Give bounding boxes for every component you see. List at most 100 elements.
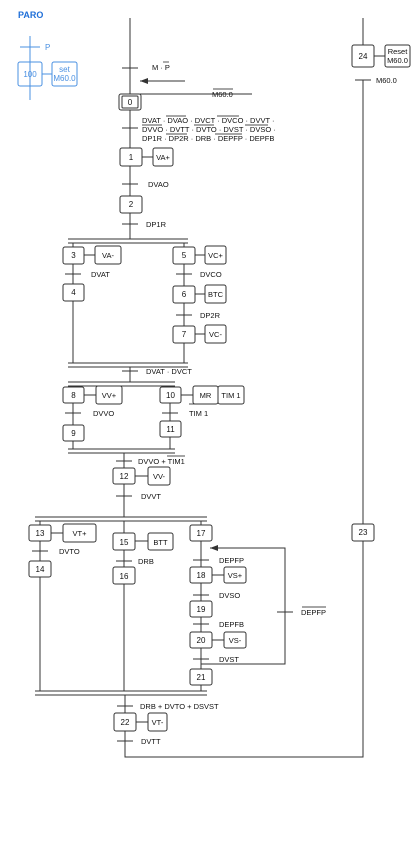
step-19-box: [189, 600, 213, 618]
step-20-number: 20: [197, 636, 206, 645]
condition-join-d: DRB + DVTO + DSVST: [140, 702, 219, 711]
action-6-text: BTC: [208, 290, 224, 299]
condition-emergency: M60.0: [376, 76, 397, 85]
action-18-text: VS+: [228, 571, 243, 580]
depfp-loop: [201, 547, 286, 665]
step-4-number: 4: [71, 288, 76, 297]
condition-dvto: DVTO: [59, 547, 80, 556]
condition-depfb: DEPFB: [219, 620, 244, 629]
step-1-number: 1: [129, 153, 134, 162]
transitions: [32, 67, 371, 742]
action-1-box: [152, 147, 174, 167]
action-10b-box: [217, 385, 245, 405]
step-10-number: 10: [166, 391, 175, 400]
step-2-box: [119, 195, 143, 214]
step-21-box: [189, 668, 213, 686]
step-4-box: [62, 283, 85, 302]
step-12-number: 12: [120, 472, 129, 481]
condition-dvvo: DVVO: [93, 409, 114, 418]
action-20-box: [223, 631, 247, 649]
condition-dp1r: DP1R: [146, 220, 167, 229]
step-2-number: 2: [129, 200, 134, 209]
overlines: [142, 61, 326, 608]
step-13-number: 13: [36, 529, 45, 538]
condition-dvso: DVSO: [219, 591, 240, 600]
step-11-number: 11: [166, 425, 175, 434]
condition-dvco: DVCO: [200, 270, 222, 279]
action-15-box: [147, 532, 174, 551]
sync-bars: [35, 238, 207, 696]
legend-group: [17, 36, 78, 100]
step-17-number: 17: [197, 529, 206, 538]
step-19-number: 19: [197, 605, 206, 614]
action-7-text: VC-: [209, 330, 222, 339]
step-5-number: 5: [182, 251, 187, 260]
legend-action-box: [51, 61, 78, 87]
condition-dvao: DVAO: [148, 180, 169, 189]
action-6-box: [204, 284, 227, 304]
step-21-number: 21: [197, 673, 206, 682]
arrow-head-depfp: [210, 545, 218, 551]
step-8-number: 8: [71, 391, 76, 400]
step-9-box: [62, 424, 85, 442]
connection-lines: [39, 18, 364, 758]
condition-drb: DRB: [138, 557, 154, 566]
step-9-number: 9: [71, 429, 76, 438]
condition-start-line2: DVVO · DVTT · DVTO · DVST · DVSO ·: [142, 125, 276, 134]
action-24-line2: M60.0: [387, 56, 408, 65]
condition-start-line1: DVAT · DVAO · DVCT · DVCO · DVVT ·: [142, 116, 275, 125]
condition-depfp: DEPFP: [219, 556, 244, 565]
steps: [28, 44, 375, 732]
step-14-number: 14: [36, 565, 45, 574]
action-8-box: [95, 385, 123, 405]
arrows: [140, 78, 218, 551]
action-12-box: [147, 466, 171, 486]
step-3-number: 3: [71, 251, 76, 260]
condition-dvst: DVST: [219, 655, 239, 664]
condition-dvat: DVAT: [91, 270, 110, 279]
step-14-box: [28, 560, 52, 578]
condition-start-line3: DP1R · DP2R · DRB · DEPFP · DEPFB: [142, 134, 274, 143]
step-23-number: 23: [359, 528, 368, 537]
action-18-box: [223, 566, 247, 584]
action-22-text: VT-: [152, 718, 164, 727]
step-0-number: 0: [128, 98, 133, 107]
diagram-title: PARO: [18, 10, 43, 20]
condition-m60-return: M60.0: [212, 90, 233, 99]
action-13-box: [62, 523, 97, 543]
step-6-number: 6: [182, 290, 187, 299]
step-0-box-inner: [121, 95, 139, 109]
action-10a-text: MR: [200, 391, 212, 400]
step-7-number: 7: [182, 330, 187, 339]
step-11-box: [159, 420, 182, 438]
step-16-number: 16: [120, 572, 129, 581]
action-13-text: VT+: [73, 529, 88, 538]
action-15-text: BTT: [153, 538, 168, 547]
condition-dvvt: DVVT: [141, 492, 161, 501]
condition-join-b: DVAT · DVCT: [146, 367, 192, 376]
legend-action-line2: M60.0: [53, 74, 76, 83]
arrow-head-mp: [140, 78, 148, 84]
action-5-text: VC+: [208, 251, 223, 260]
legend-p-label: P: [45, 43, 50, 52]
condition-dvtt: DVTT: [141, 737, 161, 746]
action-12-text: VV-: [153, 472, 166, 481]
action-7-box: [204, 324, 227, 344]
action-24-line1: Reset: [388, 47, 409, 56]
condition-dp2r: DP2R: [200, 311, 221, 320]
action-boxes: [62, 44, 411, 732]
legend-action-line1: set: [59, 65, 70, 74]
action-links: [51, 55, 385, 723]
action-5-box: [204, 245, 227, 265]
action-10b-text: TIM 1: [221, 391, 240, 400]
condition-depfp-loop: DEPFP: [301, 608, 326, 617]
action-3-box: [94, 245, 122, 265]
step-23-box: [351, 523, 375, 542]
step-17-box: [189, 524, 213, 542]
condition-mp: M · P: [152, 63, 170, 72]
legend-step-number: 100: [23, 70, 37, 79]
action-1-text: VA+: [156, 153, 170, 162]
action-20-text: VS-: [229, 636, 242, 645]
step-18-number: 18: [197, 571, 206, 580]
return-loop: [124, 80, 364, 758]
